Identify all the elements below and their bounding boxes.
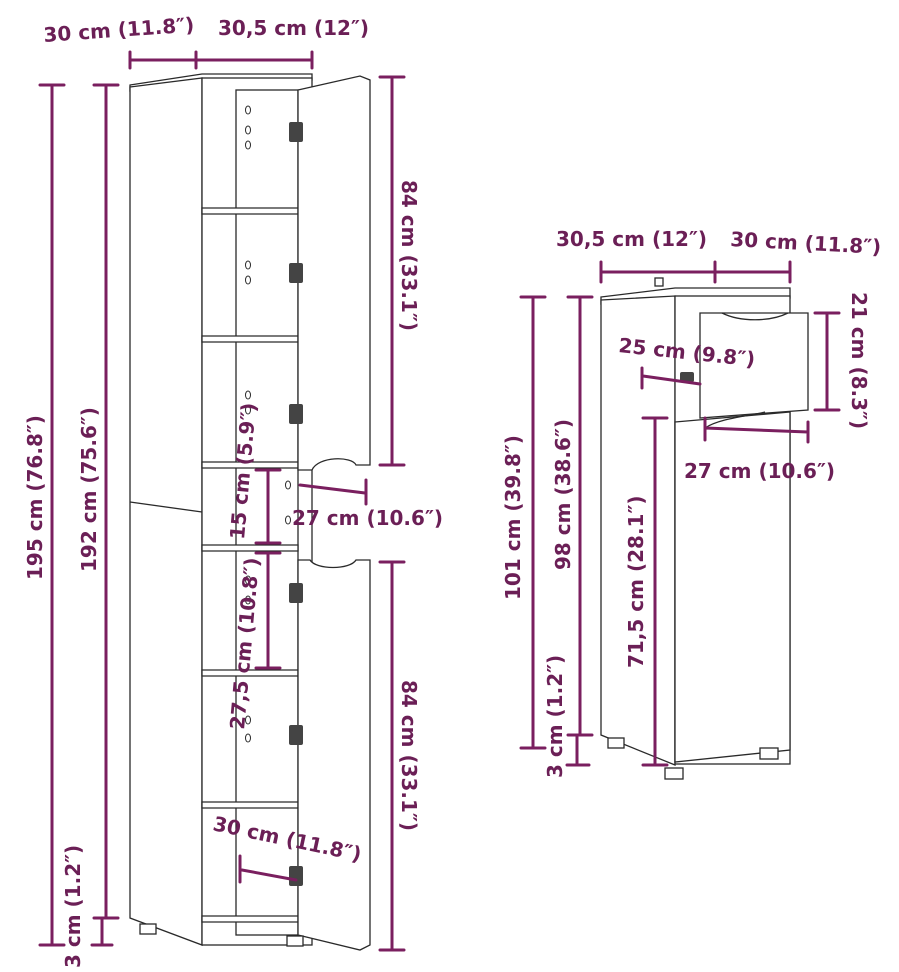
label-tall-feet: 3 cm (1.2″) — [61, 845, 85, 968]
label-tall-total-height: 195 cm (76.8″) — [23, 415, 47, 580]
small-feet — [607, 737, 779, 780]
tall-dimension-lines — [38, 50, 406, 952]
shelf-pin-holes — [245, 105, 291, 743]
upper-door — [297, 75, 371, 471]
label-tall-width: 30,5 cm (12″) — [218, 16, 369, 40]
label-upper-door: 84 cm (33.1″) — [397, 180, 421, 331]
label-small-width: 30,5 cm (12″) — [556, 227, 707, 251]
tall-cabinet-side — [129, 77, 203, 946]
label-tall-depth: 30 cm (11.8″) — [43, 13, 195, 47]
label-small-total-height: 101 cm (39.8″) — [501, 435, 525, 600]
hinge-icons — [289, 122, 303, 886]
label-open-width: 27 cm (10.6″) — [292, 506, 443, 530]
label-door-height: 71,5 cm (28.1″) — [624, 495, 648, 668]
label-small-feet: 3 cm (1.2″) — [543, 655, 567, 778]
label-small-body-height: 98 cm (38.6″) — [551, 419, 575, 570]
label-drawer-height: 21 cm (8.3″) — [847, 292, 871, 429]
label-small-depth: 30 cm (11.8″) — [730, 227, 882, 259]
tall-cabinet-front — [201, 77, 313, 946]
top-mark — [654, 277, 664, 287]
label-lower-door: 84 cm (33.1″) — [397, 680, 421, 831]
shelves — [201, 207, 299, 923]
label-tall-body-height: 192 cm (75.6″) — [77, 407, 101, 572]
tall-cabinet-back — [235, 89, 299, 936]
tall-feet — [139, 923, 304, 947]
side-seam — [129, 501, 203, 513]
small-dimension-lines — [519, 260, 841, 767]
drawer-slide-icon — [680, 372, 694, 382]
label-drawer-width: 27 cm (10.6″) — [684, 459, 835, 483]
lower-door — [297, 559, 371, 951]
tall-cabinet — [129, 73, 371, 951]
